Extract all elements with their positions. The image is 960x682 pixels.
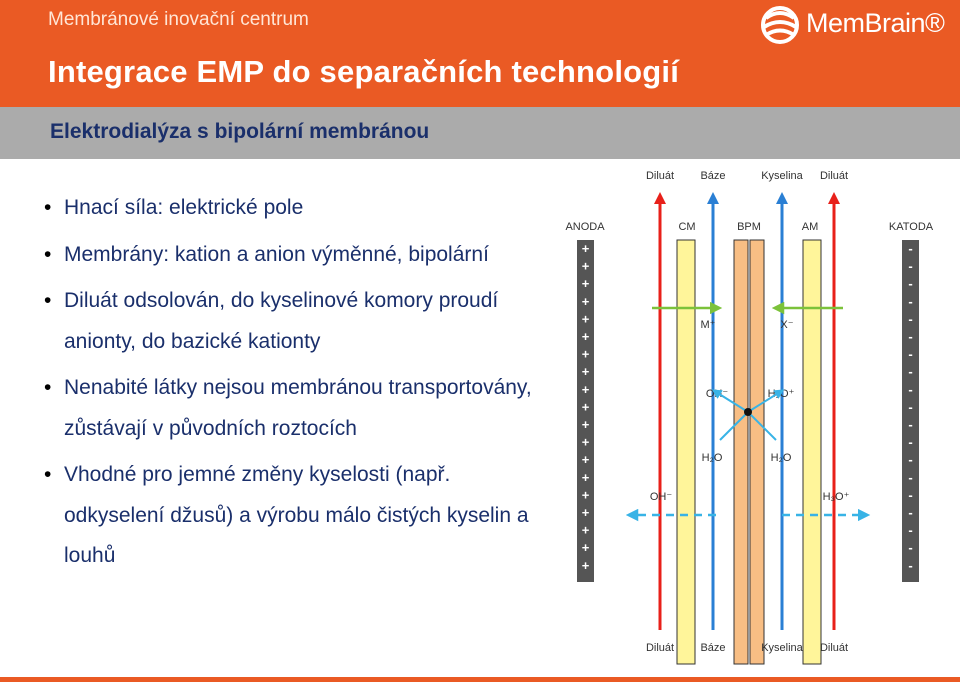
anode-plus-sign: +	[582, 558, 590, 573]
bottom-label-kyselina: Kyselina	[761, 642, 803, 654]
water-in-arrow-left	[719, 411, 749, 441]
anode-plus-sign: +	[582, 505, 590, 520]
cathode-minus-sign: -	[908, 452, 912, 467]
h3o-product-arrow	[747, 389, 785, 413]
bullet-item: Nenabité látky nejsou membránou transpor…	[44, 368, 544, 449]
anode-plus-sign: +	[582, 540, 590, 555]
page-title: Integrace EMP do separačních technologií	[48, 54, 680, 89]
bullet-list: Hnací síla: elektrické pole Membrány: ka…	[44, 188, 544, 583]
cathode-minus-sign: -	[908, 241, 912, 256]
anode-plus-sign: +	[582, 329, 590, 344]
anode-plus-sign: +	[582, 435, 590, 450]
bullet-item: Vhodné pro jemné změny kyselosti (např. …	[44, 455, 544, 577]
cathode-minus-sign: -	[908, 487, 912, 502]
am-label: AM	[802, 221, 819, 233]
cathode-minus-sign: -	[908, 540, 912, 555]
cathode-electrode	[902, 240, 919, 582]
bipolar-junction-dot	[744, 408, 752, 416]
m-plus-label: M⁺	[701, 319, 716, 331]
cathode-minus-sign: -	[908, 505, 912, 520]
oh-label-far: OH⁻	[650, 491, 673, 503]
cathode-label: KATODA	[889, 221, 934, 233]
anode-signs: + + + + + + + + + + + + + + + + + + +	[582, 241, 590, 573]
bottom-label-diluat-2: Diluát	[820, 642, 848, 654]
h3o-label-far: H₃O⁺	[823, 491, 850, 503]
cathode-signs: - - - - - - - - - - - - - - - - - - -	[908, 241, 912, 573]
anode-plus-sign: +	[582, 364, 590, 379]
cathode-minus-sign: -	[908, 311, 912, 326]
bottom-label-baze: Báze	[700, 642, 725, 654]
anode-plus-sign: +	[582, 241, 590, 256]
cation-exchange-membrane	[676, 239, 696, 665]
cathode-minus-sign: -	[908, 276, 912, 291]
cathode-minus-sign: -	[908, 523, 912, 538]
header-bar: Membránové inovační centrum Integrace EM…	[0, 0, 960, 107]
anode-plus-sign: +	[582, 276, 590, 291]
anode-plus-sign: +	[582, 347, 590, 362]
anode-plus-sign: +	[582, 470, 590, 485]
logo-text: MemBrain®	[806, 8, 945, 38]
cm-label: CM	[678, 221, 695, 233]
bullet-item: Diluát odsolován, do kyselinové komory p…	[44, 281, 544, 362]
subtitle-bar: Elektrodialýza s bipolární membránou	[0, 107, 960, 159]
cathode-minus-sign: -	[908, 364, 912, 379]
anion-exchange-membrane	[802, 239, 822, 665]
top-label-kyselina: Kyselina	[761, 170, 803, 182]
top-label-diluat-1: Diluát	[646, 170, 674, 182]
cathode-minus-sign: -	[908, 470, 912, 485]
cathode-minus-sign: -	[908, 435, 912, 450]
h2o-label-right: H₂O	[771, 452, 792, 464]
cathode-minus-sign: -	[908, 382, 912, 397]
cathode-minus-sign: -	[908, 399, 912, 414]
cathode-minus-sign: -	[908, 294, 912, 309]
cathode-minus-sign: -	[908, 329, 912, 344]
bullet-item: Membrány: kation a anion výměnné, bipolá…	[44, 235, 544, 276]
membrain-logo: MemBrain®	[758, 4, 948, 46]
cathode-minus-sign: -	[908, 347, 912, 362]
bipolar-membrane-right	[749, 239, 765, 665]
water-in-arrow-right	[747, 411, 777, 441]
x-minus-label: X⁻	[780, 319, 793, 331]
anode-plus-sign: +	[582, 399, 590, 414]
slide-subtitle: Elektrodialýza s bipolární membránou	[50, 120, 430, 143]
cathode-minus-sign: -	[908, 259, 912, 274]
anode-plus-sign: +	[582, 487, 590, 502]
bpm-label: BPM	[737, 221, 761, 233]
top-label-diluat-2: Diluát	[820, 170, 848, 182]
cathode-minus-sign: -	[908, 558, 912, 573]
anode-plus-sign: +	[582, 417, 590, 432]
anode-plus-sign: +	[582, 452, 590, 467]
anode-plus-sign: +	[582, 382, 590, 397]
bipolar-membrane-left	[733, 239, 749, 665]
anode-plus-sign: +	[582, 311, 590, 326]
anode-plus-sign: +	[582, 259, 590, 274]
anode-electrode	[577, 240, 594, 582]
anode-plus-sign: +	[582, 294, 590, 309]
bullet-item: Hnací síla: elektrické pole	[44, 188, 544, 229]
oh-product-arrow	[711, 389, 749, 413]
logo-mark-icon	[761, 6, 799, 44]
top-label-baze: Báze	[700, 170, 725, 182]
h2o-label-left: H₂O	[702, 452, 723, 464]
organization-name: Membránové inovační centrum	[48, 9, 309, 30]
cathode-minus-sign: -	[908, 417, 912, 432]
bipolar-membrane-diagram: Diluát Báze Kyselina Diluát ANODA CM BPM…	[540, 160, 960, 670]
anode-plus-sign: +	[582, 523, 590, 538]
bottom-label-diluat-1: Diluát	[646, 642, 674, 654]
footer-accent-line	[0, 677, 960, 682]
anode-label: ANODA	[565, 221, 605, 233]
